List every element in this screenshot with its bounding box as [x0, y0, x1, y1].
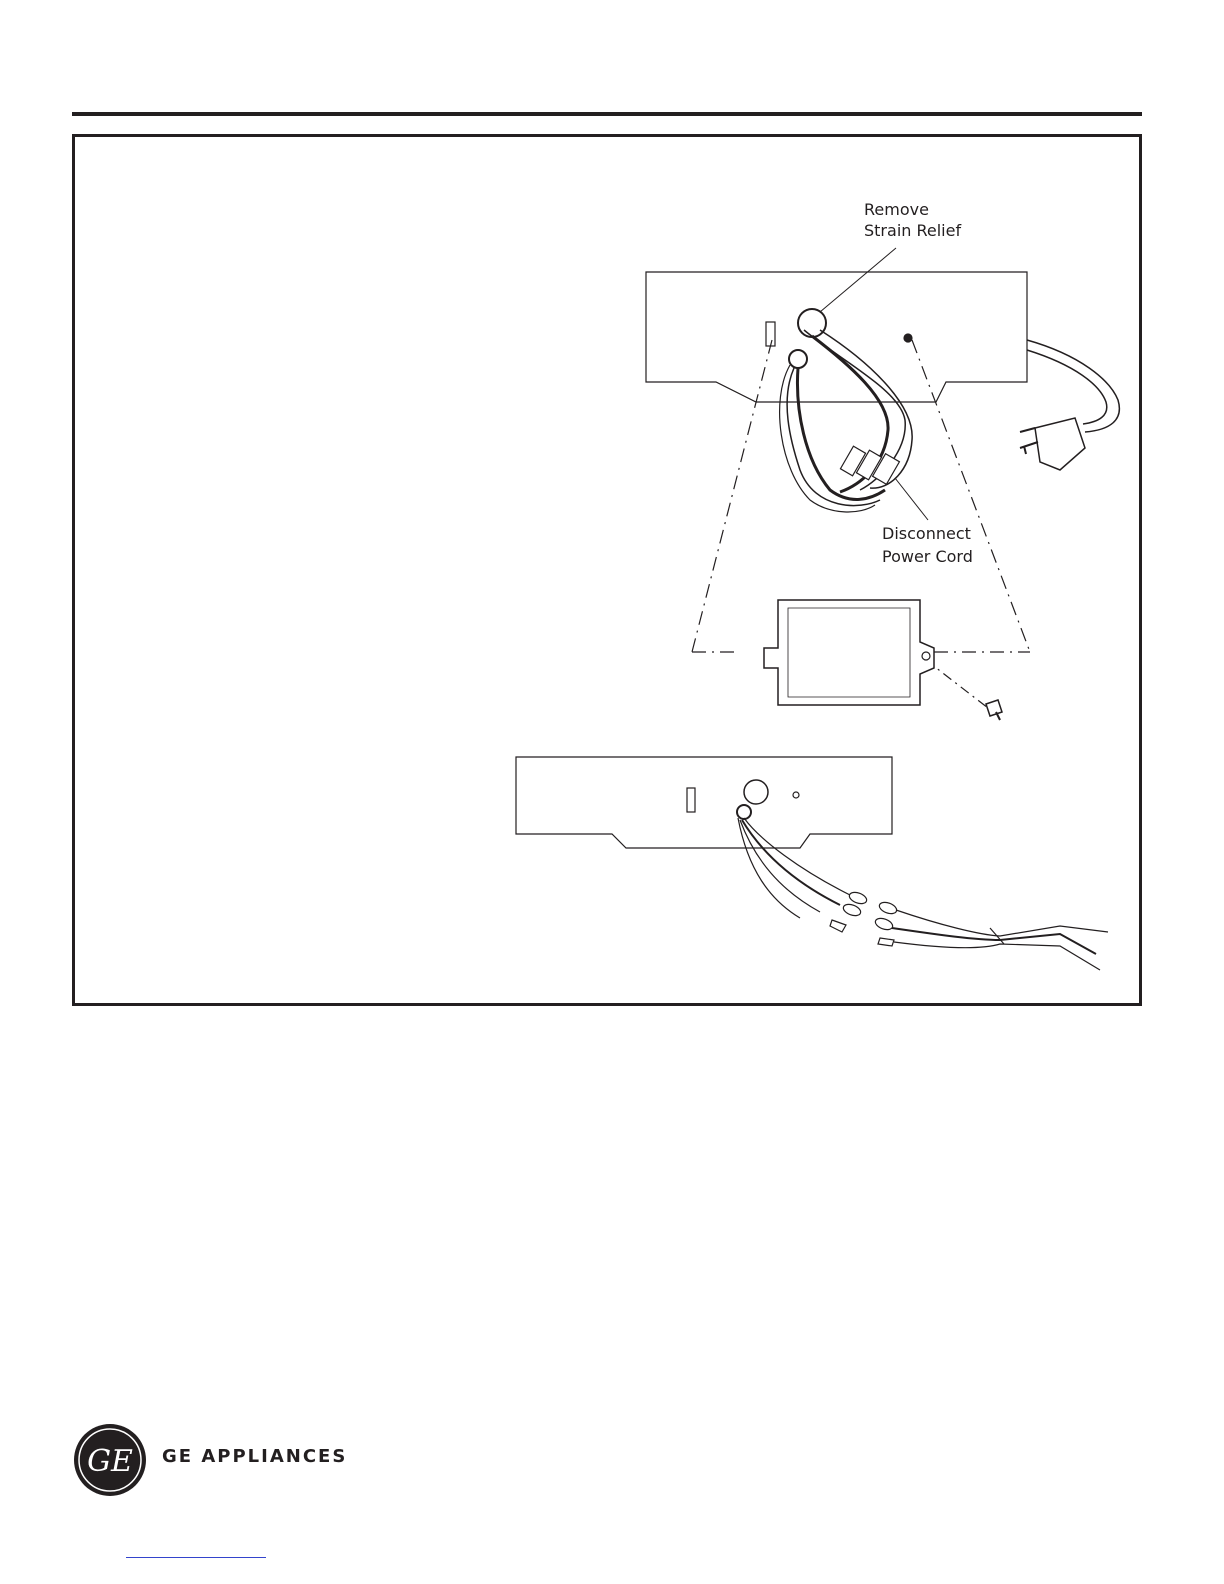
brand-name: GE APPLIANCES — [162, 1446, 347, 1467]
control-panel-bottom — [516, 757, 892, 848]
label-disconnect: Disconnect — [882, 524, 971, 543]
panel-hole — [904, 334, 912, 342]
footer-link[interactable] — [126, 1557, 266, 1558]
label-remove: Remove — [864, 200, 929, 219]
svg-text:GE: GE — [87, 1444, 133, 1479]
screw — [986, 700, 1002, 720]
label-power-cord: Power Cord — [882, 547, 973, 566]
control-panel-top — [646, 272, 1027, 402]
junction-box — [764, 600, 934, 705]
wiring-diagram: Remove Strain Relief Disconnect Power Co… — [0, 0, 1224, 1100]
label-strain-relief: Strain Relief — [864, 221, 961, 240]
power-plug — [1035, 418, 1085, 470]
ge-logo: GE — [72, 1422, 148, 1498]
